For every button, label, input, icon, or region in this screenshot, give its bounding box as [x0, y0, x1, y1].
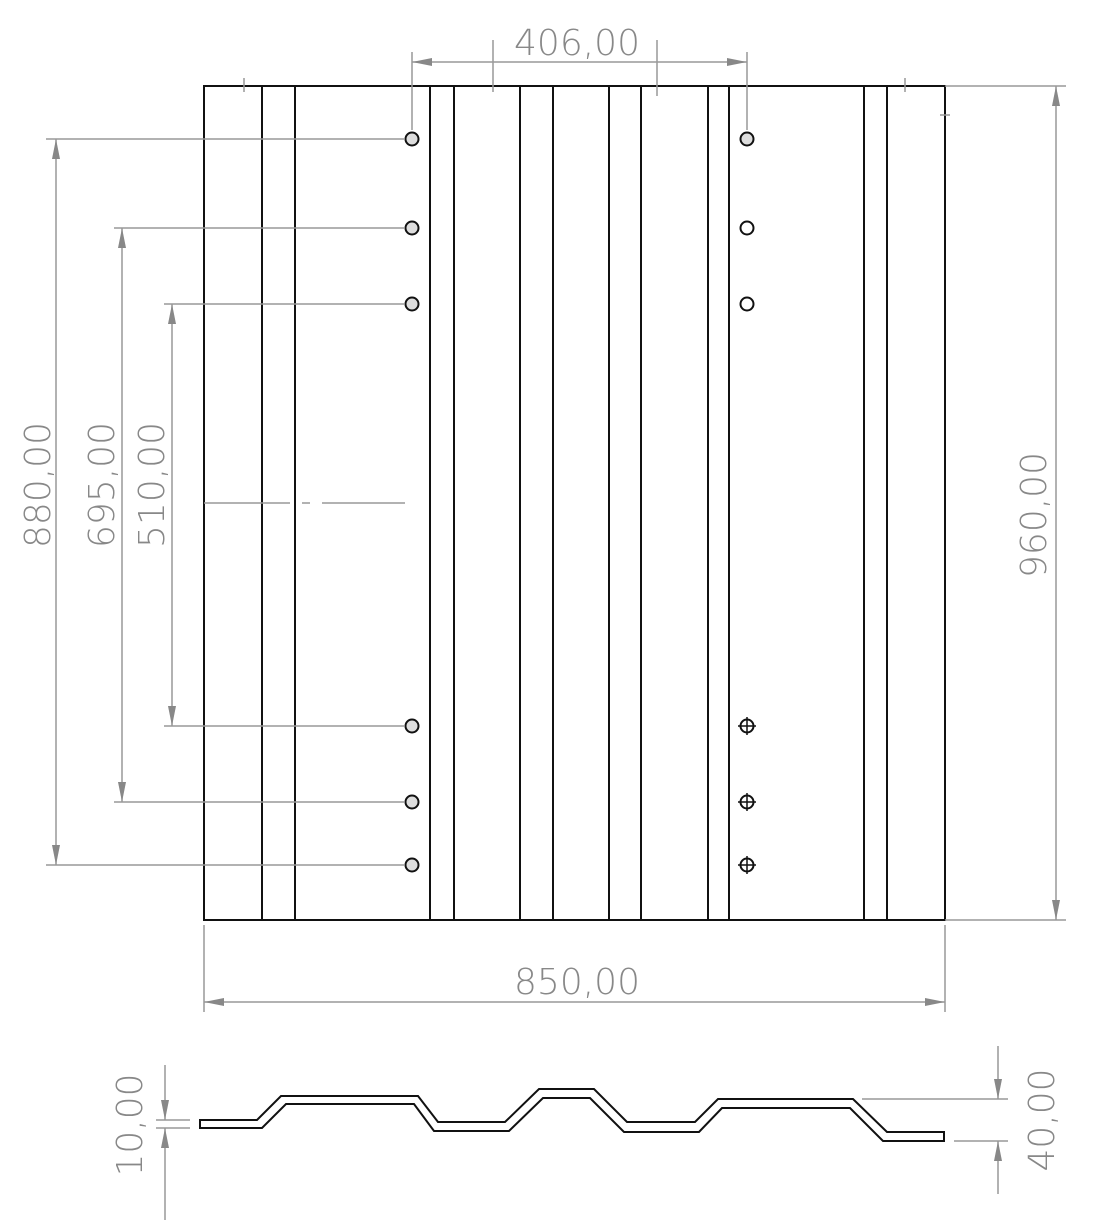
dimension-40: 40,00: [862, 1046, 1063, 1194]
dimension-510: 510,00: [132, 303, 404, 727]
dimension-label-10: 10,00: [110, 1073, 151, 1176]
hole: [404, 718, 420, 734]
dimension-label-880: 880,00: [18, 422, 59, 548]
centerline: [204, 78, 950, 504]
sheet-outline: [203, 85, 946, 921]
dimension-label-695: 695,00: [82, 422, 123, 548]
hole: [404, 794, 420, 810]
sheet-plan-view: [203, 78, 950, 921]
dimension-10: 10,00: [110, 1065, 190, 1220]
dimension-406: 406,00: [411, 23, 748, 130]
hole-with-crosshair: [738, 793, 756, 811]
sheet-profile: [199, 1088, 945, 1142]
holes-left: [404, 131, 420, 873]
hole: [404, 857, 420, 873]
dimension-label-406: 406,00: [514, 23, 640, 64]
dimension-label-850: 850,00: [514, 962, 640, 1003]
holes-right: [738, 131, 756, 874]
hole: [739, 220, 755, 236]
dimension-880: 880,00: [18, 138, 404, 866]
dimension-850: 850,00: [203, 925, 946, 1012]
dimension-label-960: 960,00: [1014, 452, 1055, 578]
hole: [739, 131, 755, 147]
hole: [739, 296, 755, 312]
hole: [404, 296, 420, 312]
hole-with-crosshair: [738, 717, 756, 735]
profile-section-view: [199, 1088, 945, 1142]
dimension-960: 960,00: [945, 85, 1066, 921]
dimension-label-40: 40,00: [1022, 1068, 1063, 1171]
dimension-label-510: 510,00: [132, 422, 173, 548]
hole: [404, 220, 420, 236]
hole-with-crosshair: [738, 856, 756, 874]
hole: [404, 131, 420, 147]
rib-lines: [261, 86, 888, 920]
dimension-695: 695,00: [82, 227, 404, 803]
